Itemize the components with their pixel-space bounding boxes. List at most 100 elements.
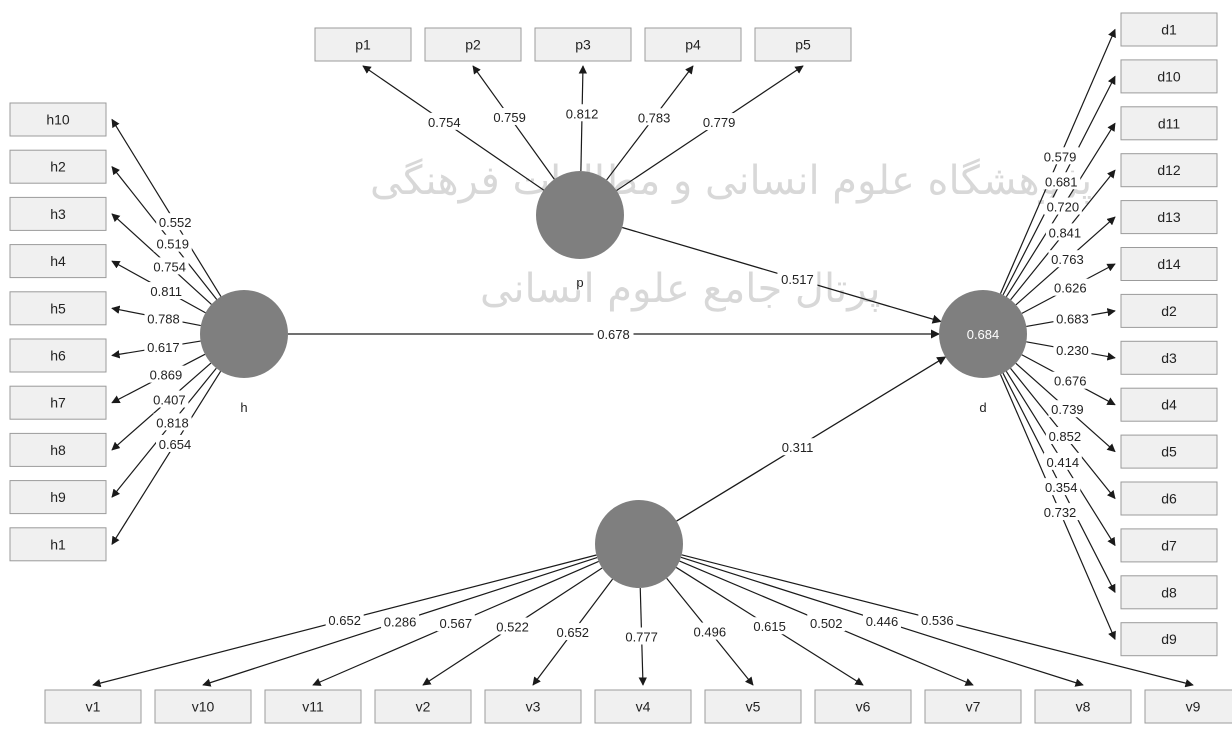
indicator-p5[interactable]: p5 (754, 27, 852, 62)
loading-value-d8: 0.354 (1045, 480, 1078, 495)
indicator-d8[interactable]: d8 (1120, 575, 1218, 610)
indicator-h10[interactable]: h10 (9, 102, 107, 137)
indicator-h6[interactable]: h6 (9, 338, 107, 373)
loading-label-bg (144, 338, 183, 356)
loading-value-d10: 0.681 (1045, 174, 1078, 189)
loading-value-d6: 0.852 (1049, 429, 1082, 444)
loading-label-bg (1041, 503, 1080, 521)
loading-value-d1: 0.579 (1044, 149, 1077, 164)
indicator-p3[interactable]: p3 (534, 27, 632, 62)
loading-value-h2: 0.519 (156, 237, 189, 252)
indicator-v5[interactable]: v5 (704, 689, 802, 724)
indicator-label: h5 (50, 300, 66, 316)
indicator-v6[interactable]: v6 (814, 689, 912, 724)
indicator-p2[interactable]: p2 (424, 27, 522, 62)
indicator-v4[interactable]: v4 (594, 689, 692, 724)
indicator-label: d12 (1157, 162, 1181, 178)
loading-label-bg (1045, 427, 1084, 445)
loading-label-bg (918, 610, 957, 628)
indicator-label: p1 (355, 37, 371, 53)
indicator-p1[interactable]: p1 (314, 27, 412, 62)
indicator-box (1120, 528, 1218, 563)
indicator-v1[interactable]: v1 (44, 689, 142, 724)
indicator-d10[interactable]: d10 (1120, 59, 1218, 94)
loading-value-v6: 0.615 (753, 619, 786, 634)
loading-arrow-h2 (111, 166, 218, 300)
indicator-label: h1 (50, 536, 66, 552)
loading-label-bg (635, 108, 674, 126)
construct-h[interactable]: h (200, 290, 288, 415)
indicator-box (924, 689, 1022, 724)
indicator-label: v1 (86, 699, 101, 715)
indicator-box (594, 689, 692, 724)
indicator-box (1120, 59, 1218, 94)
indicator-p4[interactable]: p4 (644, 27, 742, 62)
indicator-v7[interactable]: v7 (924, 689, 1022, 724)
loading-arrow-h10 (111, 118, 222, 297)
indicator-h3[interactable]: h3 (9, 196, 107, 231)
indicator-box (1120, 153, 1218, 188)
loading-label-bg (1043, 452, 1082, 470)
indicator-label: d7 (1161, 537, 1177, 553)
indicator-d6[interactable]: d6 (1120, 481, 1218, 516)
construct-label: d (979, 400, 986, 415)
indicator-v9[interactable]: v9 (1144, 689, 1232, 724)
indicator-v3[interactable]: v3 (484, 689, 582, 724)
loading-label-bg (146, 365, 185, 383)
indicator-h2[interactable]: h2 (9, 149, 107, 184)
indicator-v8[interactable]: v8 (1034, 689, 1132, 724)
loading-label-bg (153, 413, 192, 431)
loading-label-bg (700, 113, 739, 131)
loading-value-d13: 0.763 (1051, 252, 1084, 267)
indicator-d14[interactable]: d14 (1120, 247, 1218, 281)
indicator-box (814, 689, 912, 724)
indicator-d9[interactable]: d9 (1120, 622, 1218, 657)
indicator-h5[interactable]: h5 (9, 291, 107, 326)
loading-value-v2: 0.522 (496, 620, 529, 635)
construct-v[interactable] (595, 500, 683, 588)
indicator-v10[interactable]: v10 (154, 689, 252, 724)
indicator-d7[interactable]: d7 (1120, 528, 1218, 563)
loading-value-p2: 0.759 (493, 110, 526, 125)
indicator-box (1120, 434, 1218, 469)
loading-arrow-h1 (111, 370, 222, 546)
path-coefficient-p-d: 0.517 (781, 272, 814, 287)
construct-circle (595, 500, 683, 588)
indicator-d5[interactable]: d5 (1120, 434, 1218, 469)
indicator-d12[interactable]: d12 (1120, 153, 1218, 188)
indicator-label: h2 (50, 159, 66, 175)
indicator-h4[interactable]: h4 (9, 244, 107, 279)
indicator-box (424, 27, 522, 62)
indicator-label: p5 (795, 37, 811, 53)
indicator-d13[interactable]: d13 (1120, 200, 1218, 235)
indicator-box (1120, 247, 1218, 281)
indicator-h8[interactable]: h8 (9, 432, 107, 467)
indicator-h7[interactable]: h7 (9, 385, 107, 420)
indicator-box (9, 385, 107, 420)
indicator-d11[interactable]: d11 (1120, 106, 1218, 141)
construct-p[interactable]: p (536, 171, 624, 290)
loading-value-h7: 0.869 (150, 368, 183, 383)
indicator-h1[interactable]: h1 (9, 527, 107, 562)
loading-label-bg (381, 612, 420, 630)
loading-value-h6: 0.617 (147, 340, 180, 355)
indicator-box (1120, 481, 1218, 516)
indicator-label: d1 (1161, 22, 1177, 38)
loading-label-bg (750, 617, 789, 635)
indicator-d2[interactable]: d2 (1120, 293, 1218, 328)
indicator-v2[interactable]: v2 (374, 689, 472, 724)
indicator-h9[interactable]: h9 (9, 480, 107, 515)
indicator-d1[interactable]: d1 (1120, 12, 1218, 47)
loading-label-bg (1048, 400, 1087, 418)
indicator-d4[interactable]: d4 (1120, 387, 1218, 422)
indicator-label: d11 (1158, 115, 1181, 131)
loading-value-v4: 0.777 (625, 629, 658, 644)
loading-value-h9: 0.818 (156, 415, 189, 430)
loading-value-v1: 0.652 (328, 613, 361, 628)
indicator-d3[interactable]: d3 (1120, 340, 1218, 375)
loading-value-d7: 0.414 (1047, 455, 1080, 470)
indicator-label: d8 (1161, 584, 1177, 600)
loading-value-h1: 0.654 (159, 437, 192, 452)
indicator-v11[interactable]: v11 (264, 689, 362, 724)
